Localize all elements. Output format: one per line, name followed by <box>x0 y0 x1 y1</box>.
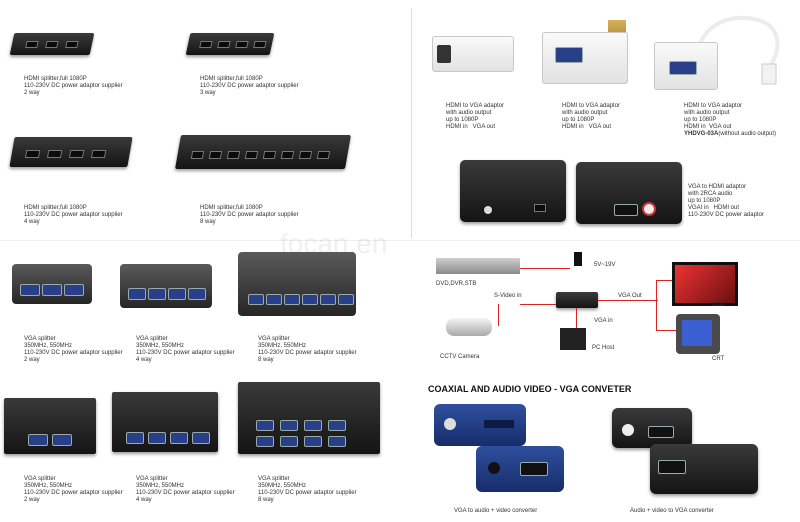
caption: HDMI splitter,full 1080P 110-230V DC pow… <box>24 76 123 96</box>
coaxial-title: COAXIAL AND AUDIO VIDEO - VGA CONVETER <box>428 384 632 394</box>
caption: VGA splitter 350MHz, 550MHz 110-230V DC … <box>258 476 357 503</box>
cable-image <box>698 15 780 85</box>
caption: HDMI to VGA adaptor with audio output up… <box>684 103 777 137</box>
connection-line <box>576 308 577 328</box>
dvd-player-image <box>436 258 520 274</box>
adaptor-image <box>654 42 718 90</box>
hdmi-splitter-image <box>185 33 275 55</box>
connection-line <box>656 280 657 330</box>
power-adapter-image <box>574 252 582 266</box>
label-vgain: VGA in <box>594 318 613 324</box>
label-vgaout: VGA Out <box>618 293 642 299</box>
cctv-camera-image <box>446 318 492 336</box>
caption: HDMI splitter,full 1080P 110-230V DC pow… <box>200 205 299 225</box>
connection-line <box>656 330 676 331</box>
caption: VGA splitter 350MHz, 550MHz 110-230V DC … <box>24 336 123 363</box>
connection-line <box>598 300 658 301</box>
connection-line <box>498 304 499 326</box>
caption: HDMI to VGA adaptor with audio output up… <box>562 103 621 130</box>
connection-line <box>656 280 672 281</box>
adaptor-image <box>542 32 628 84</box>
caption-left: VGA to audio + video converter <box>454 508 538 514</box>
av-vga-converter-image <box>612 408 692 448</box>
horizontal-divider <box>0 240 800 241</box>
caption: VGA splitter 350MHz, 550MHz 110-230V DC … <box>136 476 235 503</box>
label-pchost: PC Host <box>592 345 615 351</box>
label-svideo: S-Video in <box>494 293 522 299</box>
vga-splitter-image <box>120 264 212 308</box>
caption: VGA splitter 350MHz, 550MHz 110-230V DC … <box>24 476 123 503</box>
vga-splitter-image <box>238 382 380 454</box>
vga-splitter-image <box>4 398 96 454</box>
caption-right: Audio + video to VGA converter <box>630 508 714 514</box>
label-crt: CRT <box>712 356 725 362</box>
label-cctv: CCTV Camera <box>440 354 480 360</box>
av-vga-converter-back-image <box>650 444 758 494</box>
connection-line <box>520 268 570 269</box>
label-lcd: LCD <box>712 302 725 308</box>
caption: VGA to HDMI adaptor with 2RCA audio up t… <box>688 184 764 218</box>
pc-host-image <box>560 328 586 350</box>
label-dvd: DVD,DVR,STB <box>436 281 477 287</box>
adaptor-image-back <box>576 162 682 224</box>
converter-image <box>556 292 598 308</box>
connection-line <box>520 304 556 305</box>
crt-monitor-image <box>676 314 720 354</box>
caption: VGA splitter 350MHz, 550MHz 110-230V DC … <box>136 336 235 363</box>
adaptor-image <box>432 36 514 72</box>
vga-splitter-image <box>238 252 356 316</box>
vga-splitter-image <box>12 264 92 304</box>
caption: HDMI to VGA adaptor with audio output up… <box>446 103 505 130</box>
vga-splitter-image <box>112 392 218 452</box>
hdmi-splitter-image <box>9 33 95 55</box>
caption: HDMI splitter,full 1080P 110-230V DC pow… <box>24 205 123 225</box>
caption: HDMI splitter,full 1080P 110-230V DC pow… <box>200 76 299 96</box>
adaptor-image <box>460 160 566 222</box>
label-power: 5V~19V <box>594 262 616 268</box>
lcd-monitor-image <box>672 262 738 306</box>
vertical-divider <box>411 8 412 238</box>
caption: VGA splitter 350MHz, 550MHz 110-230V DC … <box>258 336 357 363</box>
hdmi-splitter-image <box>175 135 351 169</box>
vga-av-converter-image <box>434 404 526 446</box>
vga-av-converter-back-image <box>476 446 564 492</box>
hdmi-splitter-image <box>9 137 133 167</box>
